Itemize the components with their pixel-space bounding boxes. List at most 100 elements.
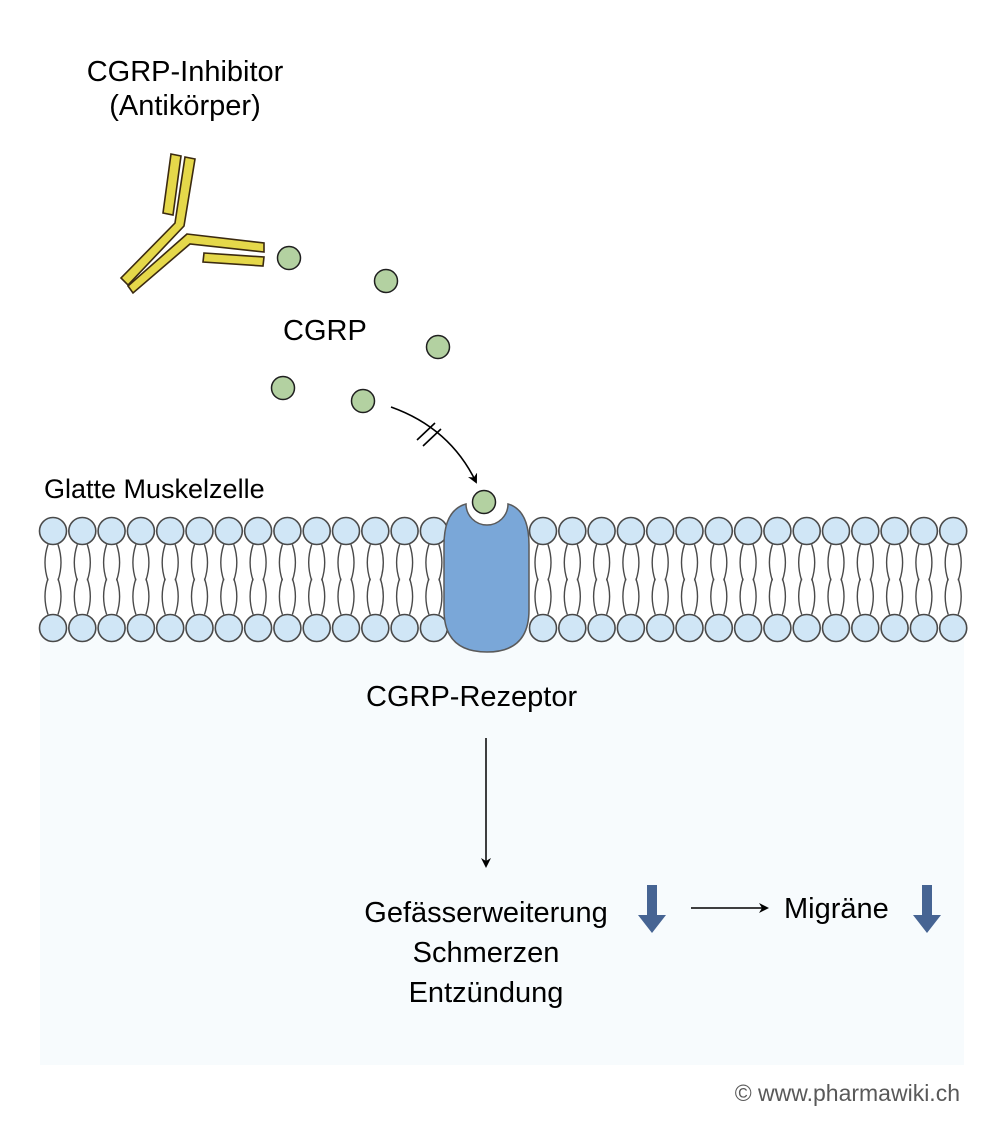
lipid-tail: [563, 544, 568, 581]
lipid-tail: [622, 578, 627, 615]
lipid-head: [331, 516, 361, 546]
lipid-tail: [752, 578, 757, 615]
lipid-tail: [366, 578, 371, 615]
lipid-tail: [723, 544, 728, 581]
lipid-head: [792, 613, 822, 643]
lipid-tail: [534, 578, 539, 615]
lipid: [155, 516, 185, 643]
lipid-tail: [278, 578, 284, 615]
lipid-head: [68, 613, 97, 643]
lipid: [850, 516, 880, 643]
lipid-head: [733, 613, 763, 643]
lipid-tail: [635, 578, 640, 615]
lipid-tail: [781, 578, 787, 615]
lipid: [243, 516, 273, 643]
lipid-head: [763, 516, 792, 546]
lipid-tail: [723, 578, 728, 615]
lipid-tail: [395, 578, 401, 615]
lipid-tail: [220, 544, 225, 581]
inhibitor-label-line2: (Antikörper): [109, 90, 261, 122]
lipid-tail: [898, 544, 904, 581]
lipid-tail: [856, 544, 861, 581]
lipid-tail: [73, 578, 78, 615]
lipid: [302, 516, 332, 643]
lipid-tail: [145, 578, 150, 615]
lipid: [390, 516, 419, 643]
effects-list: Gefässerweiterung Schmerzen Entzündung: [336, 893, 636, 1013]
lipid-tail: [915, 578, 920, 615]
lipid-head: [821, 516, 851, 546]
effect-item: Gefässerweiterung: [364, 897, 608, 929]
lipid-tail: [534, 544, 539, 581]
lipid-tail: [693, 544, 699, 581]
lipid-head: [938, 613, 968, 643]
lipid-tail: [680, 578, 686, 615]
lipid-tail: [928, 544, 933, 581]
cgrp-molecules: [270, 245, 451, 414]
lipid: [880, 516, 909, 643]
lipid-tail: [291, 578, 297, 615]
lipid-tail: [408, 578, 414, 615]
lipid-head: [185, 613, 214, 643]
lipid-tail: [132, 544, 137, 581]
lipid-head: [645, 516, 675, 546]
lipid-tail: [664, 578, 669, 615]
lipid: [331, 516, 361, 643]
lipid-tail: [710, 578, 715, 615]
lipid-head: [850, 516, 880, 546]
lipid-tail: [350, 544, 355, 581]
lipid-tail: [576, 544, 581, 581]
lipid-head: [331, 613, 361, 643]
lipid-tail: [827, 544, 832, 581]
lipid-tail: [57, 578, 62, 615]
lipid: [528, 516, 558, 643]
lipid-tail: [622, 544, 627, 581]
lipid-head: [821, 613, 851, 643]
lipid-tail: [957, 578, 962, 615]
lipid: [126, 516, 156, 643]
lipid-head: [38, 516, 68, 546]
lipid-tail: [944, 578, 949, 615]
lipid-tail: [262, 544, 267, 581]
effect-item: Entzündung: [408, 977, 564, 1009]
lipid-head: [616, 516, 646, 546]
lipid-head: [243, 516, 273, 546]
lipid: [792, 516, 822, 643]
lipid-tail: [308, 578, 313, 615]
lipid-tail: [605, 544, 611, 581]
lipid-tail: [547, 544, 552, 581]
lipid: [587, 516, 616, 643]
cgrp-molecule-icon: [425, 334, 451, 360]
lipid-tail: [438, 578, 443, 615]
lipid-tail: [174, 578, 179, 615]
lipid-tail: [174, 544, 179, 581]
cell-label: Glatte Muskelzelle: [44, 474, 265, 504]
lipid-tail: [957, 544, 962, 581]
lipid: [616, 516, 646, 643]
lipid-head: [360, 613, 390, 643]
lipid-tail: [425, 544, 430, 581]
lipid-tail: [249, 544, 254, 581]
lipid-tail: [680, 544, 686, 581]
lipid-tail: [190, 544, 196, 581]
lipid-tail: [86, 544, 91, 581]
lipid-head: [792, 516, 822, 546]
lipid-tail: [944, 544, 949, 581]
lipid: [938, 516, 968, 643]
lipid-head: [273, 516, 302, 546]
lipid-tail: [278, 544, 284, 581]
lipid-tail: [693, 578, 699, 615]
lipid-tail: [840, 544, 845, 581]
lipid-tail: [102, 544, 108, 581]
lipid: [214, 516, 244, 643]
cell-interior: [40, 630, 964, 1065]
lipid-head: [587, 516, 616, 546]
lipid-tail: [547, 578, 552, 615]
lipid-tail: [885, 544, 891, 581]
lipid: [821, 516, 851, 643]
lipid-tail: [635, 544, 640, 581]
lipid-head: [126, 613, 156, 643]
lipid-tail: [337, 578, 342, 615]
lipid-tail: [203, 544, 209, 581]
